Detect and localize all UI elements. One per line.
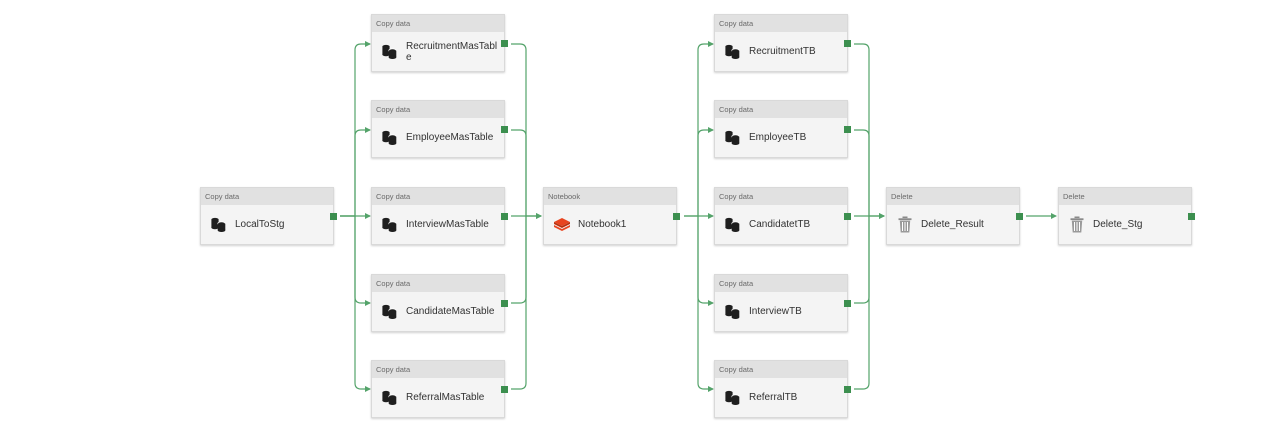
database-icon: [723, 215, 743, 235]
output-port[interactable]: [501, 213, 508, 220]
activity-name: CandidatetTB: [749, 219, 811, 230]
activity-name: LocalToStg: [235, 219, 285, 230]
activity-node[interactable]: Copy data EmployeeTB: [714, 100, 851, 158]
activity-name: Delete_Result: [921, 219, 984, 230]
connector: [340, 41, 371, 217]
activity-name: RecruitmentTB: [749, 46, 816, 57]
activity-node[interactable]: Copy data CandidatetTB: [714, 187, 851, 245]
output-port[interactable]: [501, 40, 508, 47]
activity-name: EmployeeTB: [749, 132, 807, 143]
database-icon: [380, 215, 400, 235]
connector: [511, 216, 527, 304]
output-port[interactable]: [501, 300, 508, 307]
database-icon: [380, 388, 400, 408]
activity-node[interactable]: Copy data InterviewMasTable: [371, 187, 508, 245]
connector: [354, 216, 371, 392]
trash-icon: [895, 215, 915, 235]
activity-type-label: Delete: [887, 188, 1019, 205]
connector: [684, 41, 714, 217]
database-icon: [209, 215, 229, 235]
activity-type-label: Copy data: [715, 188, 847, 205]
output-port[interactable]: [844, 300, 851, 307]
output-port[interactable]: [501, 386, 508, 393]
activity-node[interactable]: Copy data RecruitmentMasTable: [371, 14, 508, 72]
connector: [697, 216, 714, 392]
activity-type-label: Copy data: [715, 15, 847, 32]
activity-type-label: Delete: [1059, 188, 1191, 205]
connector: [854, 216, 870, 304]
connector: [854, 216, 870, 390]
output-port[interactable]: [844, 126, 851, 133]
connector: [511, 129, 527, 216]
activity-name: CandidateMasTable: [406, 306, 495, 317]
activity-name: RecruitmentMasTable: [406, 40, 498, 63]
notebook-icon: [552, 215, 572, 235]
output-port[interactable]: [330, 213, 337, 220]
database-icon: [723, 302, 743, 322]
database-icon: [723, 42, 743, 62]
activity-type-label: Notebook: [544, 188, 676, 205]
database-icon: [723, 128, 743, 148]
activity-node[interactable]: Copy data EmployeeMasTable: [371, 100, 508, 158]
activity-type-label: Copy data: [715, 101, 847, 118]
activity-node[interactable]: Copy data LocalToStg: [200, 187, 337, 245]
connector: [854, 43, 885, 219]
connector: [511, 216, 527, 390]
database-icon: [380, 42, 400, 62]
activity-name: InterviewTB: [749, 306, 802, 317]
activity-name: Notebook1: [578, 219, 627, 230]
connector: [697, 216, 714, 306]
output-port[interactable]: [1016, 213, 1023, 220]
activity-type-label: Copy data: [715, 275, 847, 292]
output-port[interactable]: [844, 386, 851, 393]
output-port[interactable]: [844, 40, 851, 47]
connector: [697, 127, 714, 216]
activity-node[interactable]: Notebook Notebook1: [543, 187, 680, 245]
connector: [340, 127, 371, 217]
activity-type-label: Copy data: [201, 188, 333, 205]
activity-type-label: Copy data: [372, 101, 504, 118]
connector: [511, 43, 542, 219]
activity-name: ReferralMasTable: [406, 392, 485, 403]
output-port[interactable]: [501, 126, 508, 133]
database-icon: [380, 302, 400, 322]
connector: [854, 129, 870, 216]
output-port[interactable]: [844, 213, 851, 220]
activity-type-label: Copy data: [372, 188, 504, 205]
activity-name: EmployeeMasTable: [406, 132, 494, 143]
activity-type-label: Copy data: [372, 15, 504, 32]
activity-node[interactable]: Copy data CandidateMasTable: [371, 274, 508, 332]
activity-node[interactable]: Copy data ReferralMasTable: [371, 360, 508, 418]
activity-node[interactable]: Delete Delete_Result: [886, 187, 1023, 245]
activity-node[interactable]: Delete Delete_Stg: [1058, 187, 1195, 245]
activity-name: ReferralTB: [749, 392, 798, 403]
activity-type-label: Copy data: [715, 361, 847, 378]
activity-name: InterviewMasTable: [406, 219, 489, 230]
activity-node[interactable]: Copy data InterviewTB: [714, 274, 851, 332]
activity-type-label: Copy data: [372, 275, 504, 292]
activity-type-label: Copy data: [372, 361, 504, 378]
activity-node[interactable]: Copy data ReferralTB: [714, 360, 851, 418]
activity-node[interactable]: Copy data RecruitmentTB: [714, 14, 851, 72]
database-icon: [380, 128, 400, 148]
trash-icon: [1067, 215, 1087, 235]
connector: [354, 216, 371, 306]
output-port[interactable]: [1188, 213, 1195, 220]
database-icon: [723, 388, 743, 408]
activity-name: Delete_Stg: [1093, 219, 1143, 230]
output-port[interactable]: [673, 213, 680, 220]
